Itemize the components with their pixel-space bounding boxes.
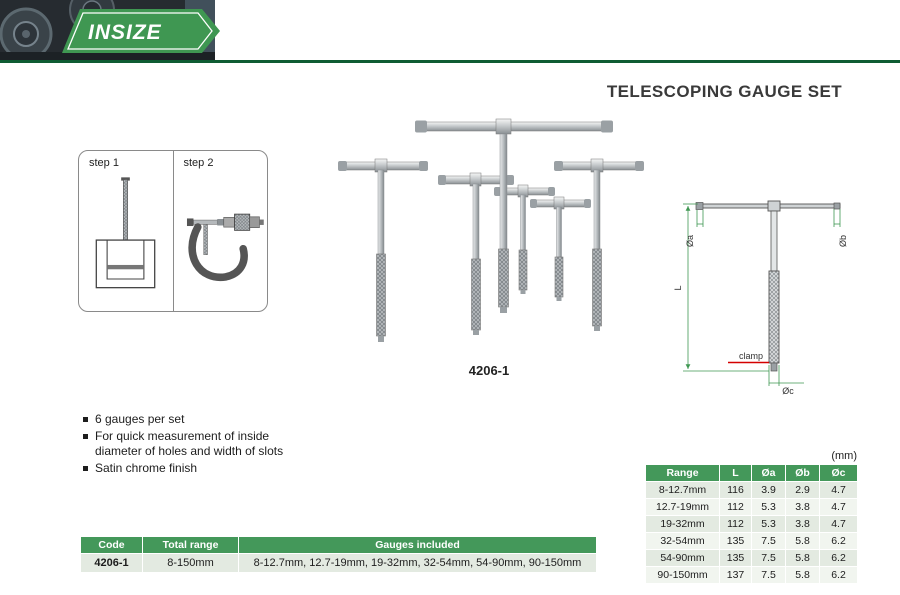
list-item: Satin chrome finish — [83, 461, 291, 476]
gauge-6 — [554, 158, 644, 331]
spec-cell: 5.8 — [785, 566, 820, 584]
dimension-l — [683, 203, 769, 372]
spec-cell: 90-150mm — [645, 566, 720, 584]
order-gauges-cell: 8-12.7mm, 12.7-19mm, 19-32mm, 32-54mm, 5… — [238, 553, 597, 573]
spec-cell: 116 — [719, 481, 752, 499]
telescoping-gauge-outline — [695, 200, 841, 372]
dimension-diagram: L Øa Øb clamp Øc — [673, 200, 848, 396]
gauge-5 — [530, 196, 591, 301]
bullet-icon — [83, 417, 88, 422]
spec-cell: 7.5 — [751, 549, 786, 567]
spec-cell: 8-12.7mm — [645, 481, 720, 499]
clamp-label: clamp — [739, 351, 763, 361]
spec-cell: 32-54mm — [645, 532, 720, 550]
product-illustration — [338, 118, 644, 342]
feature-text: 6 gauges per set — [95, 412, 185, 426]
spec-cell: 6.2 — [819, 532, 858, 550]
spec-cell: 112 — [719, 498, 752, 516]
order-col-header: Code — [80, 536, 143, 554]
spec-col-header: Øc — [819, 464, 858, 482]
list-item: 6 gauges per set — [83, 412, 291, 427]
spec-cell: 6.2 — [819, 549, 858, 567]
order-col-header: Gauges included — [238, 536, 597, 554]
step1-panel: step 1 — [79, 151, 173, 311]
dim-label-l: L — [673, 285, 683, 290]
spec-cell: 5.8 — [785, 532, 820, 550]
order-range-cell: 8-150mm — [142, 553, 239, 573]
step2-illustration — [186, 213, 264, 282]
list-item: For quick measurement of inside diameter… — [83, 429, 291, 459]
spec-cell: 5.3 — [751, 515, 786, 533]
logo-text: INSIZE — [88, 21, 162, 44]
feature-text: Satin chrome finish — [95, 461, 198, 475]
spec-cell: 2.9 — [785, 481, 820, 499]
spec-cell: 3.8 — [785, 498, 820, 516]
spec-col-header: Øb — [785, 464, 820, 482]
spec-cell: 4.7 — [819, 498, 858, 516]
dim-label-dia-a: Øa — [685, 235, 695, 247]
gauge-4 — [494, 184, 555, 294]
spec-cell: 3.9 — [751, 481, 786, 499]
table-row: 90-150mm 137 7.5 5.8 6.2 — [645, 566, 858, 584]
table-row: 19-32mm 112 5.3 3.8 4.7 — [645, 515, 858, 533]
table-row: 8-12.7mm 116 3.9 2.9 4.7 — [645, 481, 858, 499]
gauge-2 — [338, 158, 428, 342]
header-divider — [0, 60, 900, 63]
logo-banner — [62, 9, 220, 53]
spec-col-header: L — [719, 464, 752, 482]
page-title: TELESCOPING GAUGE SET — [606, 82, 842, 101]
dimension-dia-c — [768, 365, 804, 386]
spec-cell: 19-32mm — [645, 515, 720, 533]
table-row: 32-54mm 135 7.5 5.8 6.2 — [645, 532, 858, 550]
spec-cell: 137 — [719, 566, 752, 584]
gauge-1 — [415, 118, 613, 313]
product-code-caption: 4206-1 — [468, 363, 510, 378]
step1-label: step 1 — [89, 157, 119, 169]
order-table: Code Total range Gauges included 4206-1 … — [80, 536, 597, 573]
order-header-row: Code Total range Gauges included — [80, 536, 597, 554]
insize-logo: INSIZE — [62, 9, 220, 53]
spec-cell: 6.2 — [819, 566, 858, 584]
spec-cell: 7.5 — [751, 566, 786, 584]
spec-col-header: Øa — [751, 464, 786, 482]
feature-list: 6 gauges per set For quick measurement o… — [83, 412, 291, 478]
gauge-3 — [438, 172, 514, 335]
dim-label-dia-c: Øc — [782, 386, 794, 396]
spec-cell: 112 — [719, 515, 752, 533]
bullet-icon — [83, 466, 88, 471]
usage-steps-box: step 1 step 2 — [78, 150, 268, 312]
spec-cell: 4.7 — [819, 515, 858, 533]
order-col-header: Total range — [142, 536, 239, 554]
spec-cell: 12.7-19mm — [645, 498, 720, 516]
spec-cell: 5.3 — [751, 498, 786, 516]
order-code-cell: 4206-1 — [80, 553, 143, 573]
bullet-icon — [83, 434, 88, 439]
units-note: (mm) — [831, 450, 857, 462]
spec-header-row: Range L Øa Øb Øc — [645, 464, 858, 482]
spec-col-header: Range — [645, 464, 720, 482]
spec-cell: 7.5 — [751, 532, 786, 550]
step2-panel: step 2 — [172, 151, 268, 311]
spec-cell: 135 — [719, 532, 752, 550]
spec-cell: 54-90mm — [645, 549, 720, 567]
feature-text: For quick measurement of inside diameter… — [95, 429, 284, 458]
dim-label-dia-b: Øb — [838, 235, 848, 247]
dimension-dia-b — [833, 209, 841, 227]
spec-cell: 4.7 — [819, 481, 858, 499]
logo-banner-outline — [67, 12, 213, 50]
spec-cell: 135 — [719, 549, 752, 567]
spec-cell: 5.8 — [785, 549, 820, 567]
step1-illustration — [95, 177, 156, 289]
dimension-dia-a — [696, 210, 704, 227]
spec-table: Range L Øa Øb Øc 8-12.7mm 116 3.9 2.9 4.… — [645, 464, 858, 584]
table-row: 54-90mm 135 7.5 5.8 6.2 — [645, 549, 858, 567]
spec-cell: 3.8 — [785, 515, 820, 533]
table-row: 12.7-19mm 112 5.3 3.8 4.7 — [645, 498, 858, 516]
step2-label: step 2 — [183, 157, 214, 169]
table-row: 4206-1 8-150mm 8-12.7mm, 12.7-19mm, 19-3… — [80, 553, 597, 573]
